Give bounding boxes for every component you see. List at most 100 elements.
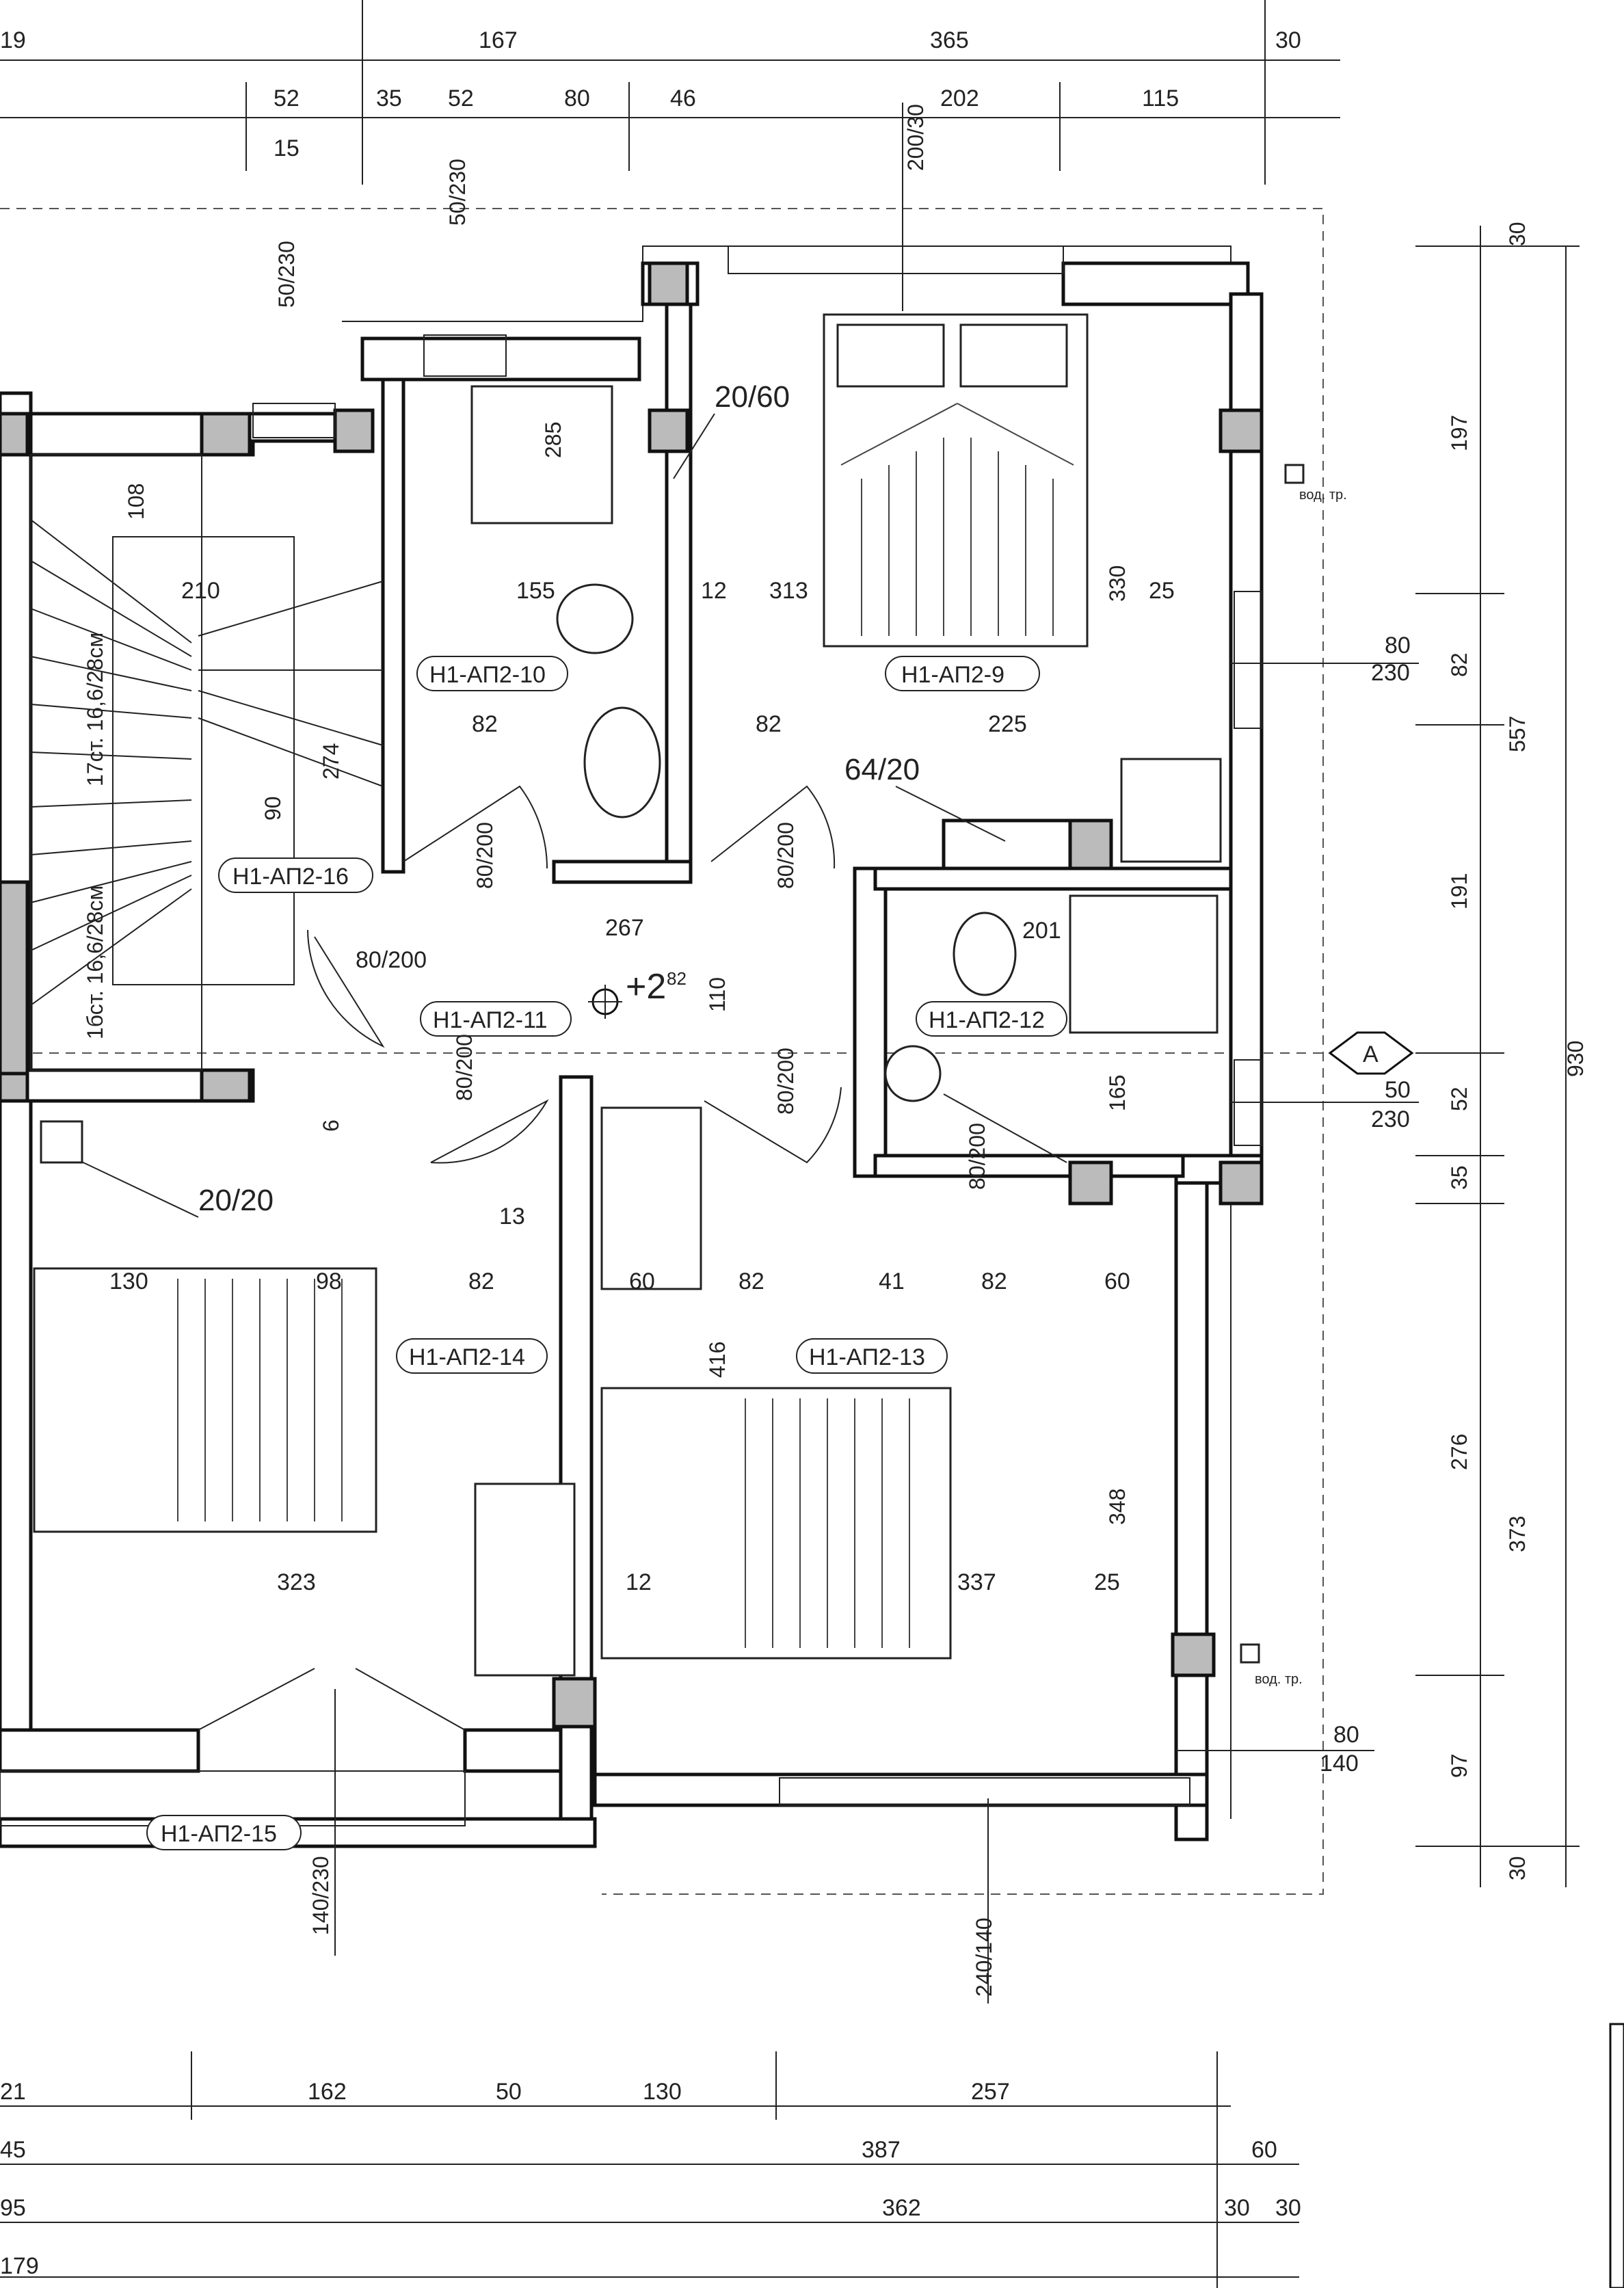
dim-top-52a: 52 — [274, 85, 299, 111]
dim-bottom-60: 60 — [1251, 2137, 1277, 2163]
dim-right-52: 52 — [1447, 1087, 1472, 1111]
dim-201: 201 — [1022, 918, 1061, 944]
dim-top-365: 365 — [930, 27, 969, 53]
dim-60b: 60 — [1104, 1268, 1130, 1294]
dim-bottom-21: 21 — [0, 2079, 26, 2105]
dim-130: 130 — [109, 1268, 148, 1294]
dim-bottom-30a: 30 — [1224, 2195, 1250, 2221]
dim-bottom-387: 387 — [862, 2137, 901, 2163]
window-size-f: 140/230 — [308, 1856, 333, 1935]
dim-top-115: 115 — [1142, 85, 1179, 111]
dim-top-52b: 52 — [448, 85, 474, 111]
window-right-bedroom — [1234, 591, 1262, 729]
door-size-d: 80/200 — [773, 1048, 798, 1115]
dim-top-30: 30 — [1275, 27, 1301, 53]
window-size-d: 50 — [1385, 1077, 1411, 1103]
dim-165: 165 — [1105, 1075, 1130, 1111]
toilet-12 — [953, 912, 1017, 996]
toilet-10 — [556, 583, 634, 654]
window-top-bedroom — [728, 245, 1064, 274]
dim-12b: 12 — [626, 1569, 652, 1595]
dim-right-276: 276 — [1447, 1434, 1472, 1470]
dim-98: 98 — [316, 1268, 342, 1294]
window-size-c: 80 — [1385, 633, 1411, 659]
staircase: 17ст. 16,6/28см 1бст. 16,6/28см — [30, 454, 384, 1071]
dim-right-930: 930 — [1563, 1041, 1588, 1077]
level-sup: 82 — [667, 968, 687, 989]
dim-right-35: 35 — [1447, 1165, 1472, 1190]
dim-110: 110 — [705, 977, 730, 1012]
room-tag-14: H1-AП2-14 — [409, 1344, 525, 1370]
dim-top-19: 19 — [0, 27, 26, 53]
doors: 80/200 80/200 80/200 80/200 80/200 80/20… — [198, 785, 1067, 1731]
opening-labels: 20/60 64/20 20/20 50/230 50/230 200/30 8… — [40, 103, 1419, 2004]
dim-top-46: 46 — [670, 85, 696, 111]
drain-top-label: вод. тр. — [1299, 488, 1347, 503]
room-tag-9: H1-AП2-9 — [901, 662, 1004, 688]
dim-right-373: 373 — [1505, 1516, 1530, 1552]
dim-6: 6 — [319, 1119, 343, 1132]
room-tag-16: H1-AП2-16 — [232, 864, 349, 890]
wardrobe-9 — [1120, 758, 1222, 863]
dim-bottom-45: 45 — [0, 2137, 26, 2163]
dim-285: 285 — [541, 422, 565, 458]
dim-right-197: 197 — [1447, 415, 1472, 451]
window-size-e: 80 — [1333, 1722, 1359, 1748]
drain-bottom-icon — [1240, 1643, 1260, 1664]
level-value: +2 — [626, 967, 666, 1007]
room-tag-11: H1-AП2-11 — [433, 1007, 547, 1033]
stair-note-2: 1бст. 16,6/28см — [83, 886, 107, 1039]
dim-41: 41 — [879, 1268, 905, 1294]
shower-tray-12 — [1069, 894, 1219, 1034]
interior-dimensions: 285 155 12 313 330 25 225 82 82 267 201 … — [109, 422, 1175, 1595]
window-size-a: 50/230 — [445, 159, 470, 226]
dim-top-35: 35 — [376, 85, 402, 111]
room-tag-13: H1-AП2-13 — [809, 1344, 925, 1370]
dim-bottom-30b: 30 — [1275, 2195, 1301, 2221]
dim-right-557: 557 — [1505, 716, 1530, 752]
window-bottom-bedroom — [779, 1777, 1190, 1806]
dim-313: 313 — [769, 578, 808, 604]
sink-12 — [884, 1045, 942, 1102]
dim-90: 90 — [261, 796, 285, 821]
vent-20-60: 20/60 — [715, 380, 790, 414]
window-size-h: 200/30 — [903, 104, 928, 171]
dim-top-202: 202 — [940, 85, 979, 111]
dim-bottom-362: 362 — [882, 2195, 921, 2221]
door-size-f: 80/200 — [356, 947, 427, 973]
dim-right-30a: 30 — [1505, 222, 1530, 246]
vent-20-20: 20/20 — [198, 1184, 274, 1217]
bottom-dimensions: 21 162 50 130 257 45 387 60 95 362 30 30… — [0, 2051, 1301, 2288]
dim-13: 13 — [499, 1203, 525, 1229]
columns — [0, 261, 1264, 1729]
fixtures — [33, 313, 1222, 1677]
dim-top-80: 80 — [564, 85, 590, 111]
stair-note-1: 17ст. 16,6/28см — [83, 633, 107, 786]
dim-right-30b: 30 — [1505, 1856, 1530, 1880]
drain-top-icon — [1284, 464, 1305, 484]
dim-right-82: 82 — [1447, 652, 1472, 677]
dim-267: 267 — [605, 915, 644, 941]
vent-64-20: 64/20 — [844, 753, 920, 786]
door-size-c: 80/200 — [452, 1034, 477, 1101]
dim-155: 155 — [516, 578, 555, 604]
dim-330: 330 — [1105, 566, 1130, 602]
door-size-e: 80/200 — [965, 1123, 989, 1190]
window-size-b: 50/230 — [274, 241, 299, 308]
dim-12a: 12 — [701, 578, 727, 604]
dim-bottom-257: 257 — [971, 2079, 1010, 2105]
dim-323: 323 — [277, 1569, 316, 1595]
dim-bottom-130: 130 — [643, 2079, 682, 2105]
shower-tray-10 — [470, 385, 613, 524]
level-marker: +2 82 — [588, 967, 687, 1019]
window-size-c2: 230 — [1371, 660, 1410, 686]
dim-right-191: 191 — [1447, 873, 1472, 909]
window-top-stairs — [252, 403, 336, 438]
window-size-d2: 230 — [1371, 1106, 1410, 1132]
right-dimensions: 30 197 82 557 191 930 52 35 276 373 97 3… — [1415, 222, 1588, 1887]
dim-82c: 82 — [468, 1268, 494, 1294]
dim-108: 108 — [124, 483, 148, 520]
section-marker: A — [1328, 1031, 1414, 1075]
dim-225: 225 — [988, 711, 1027, 737]
